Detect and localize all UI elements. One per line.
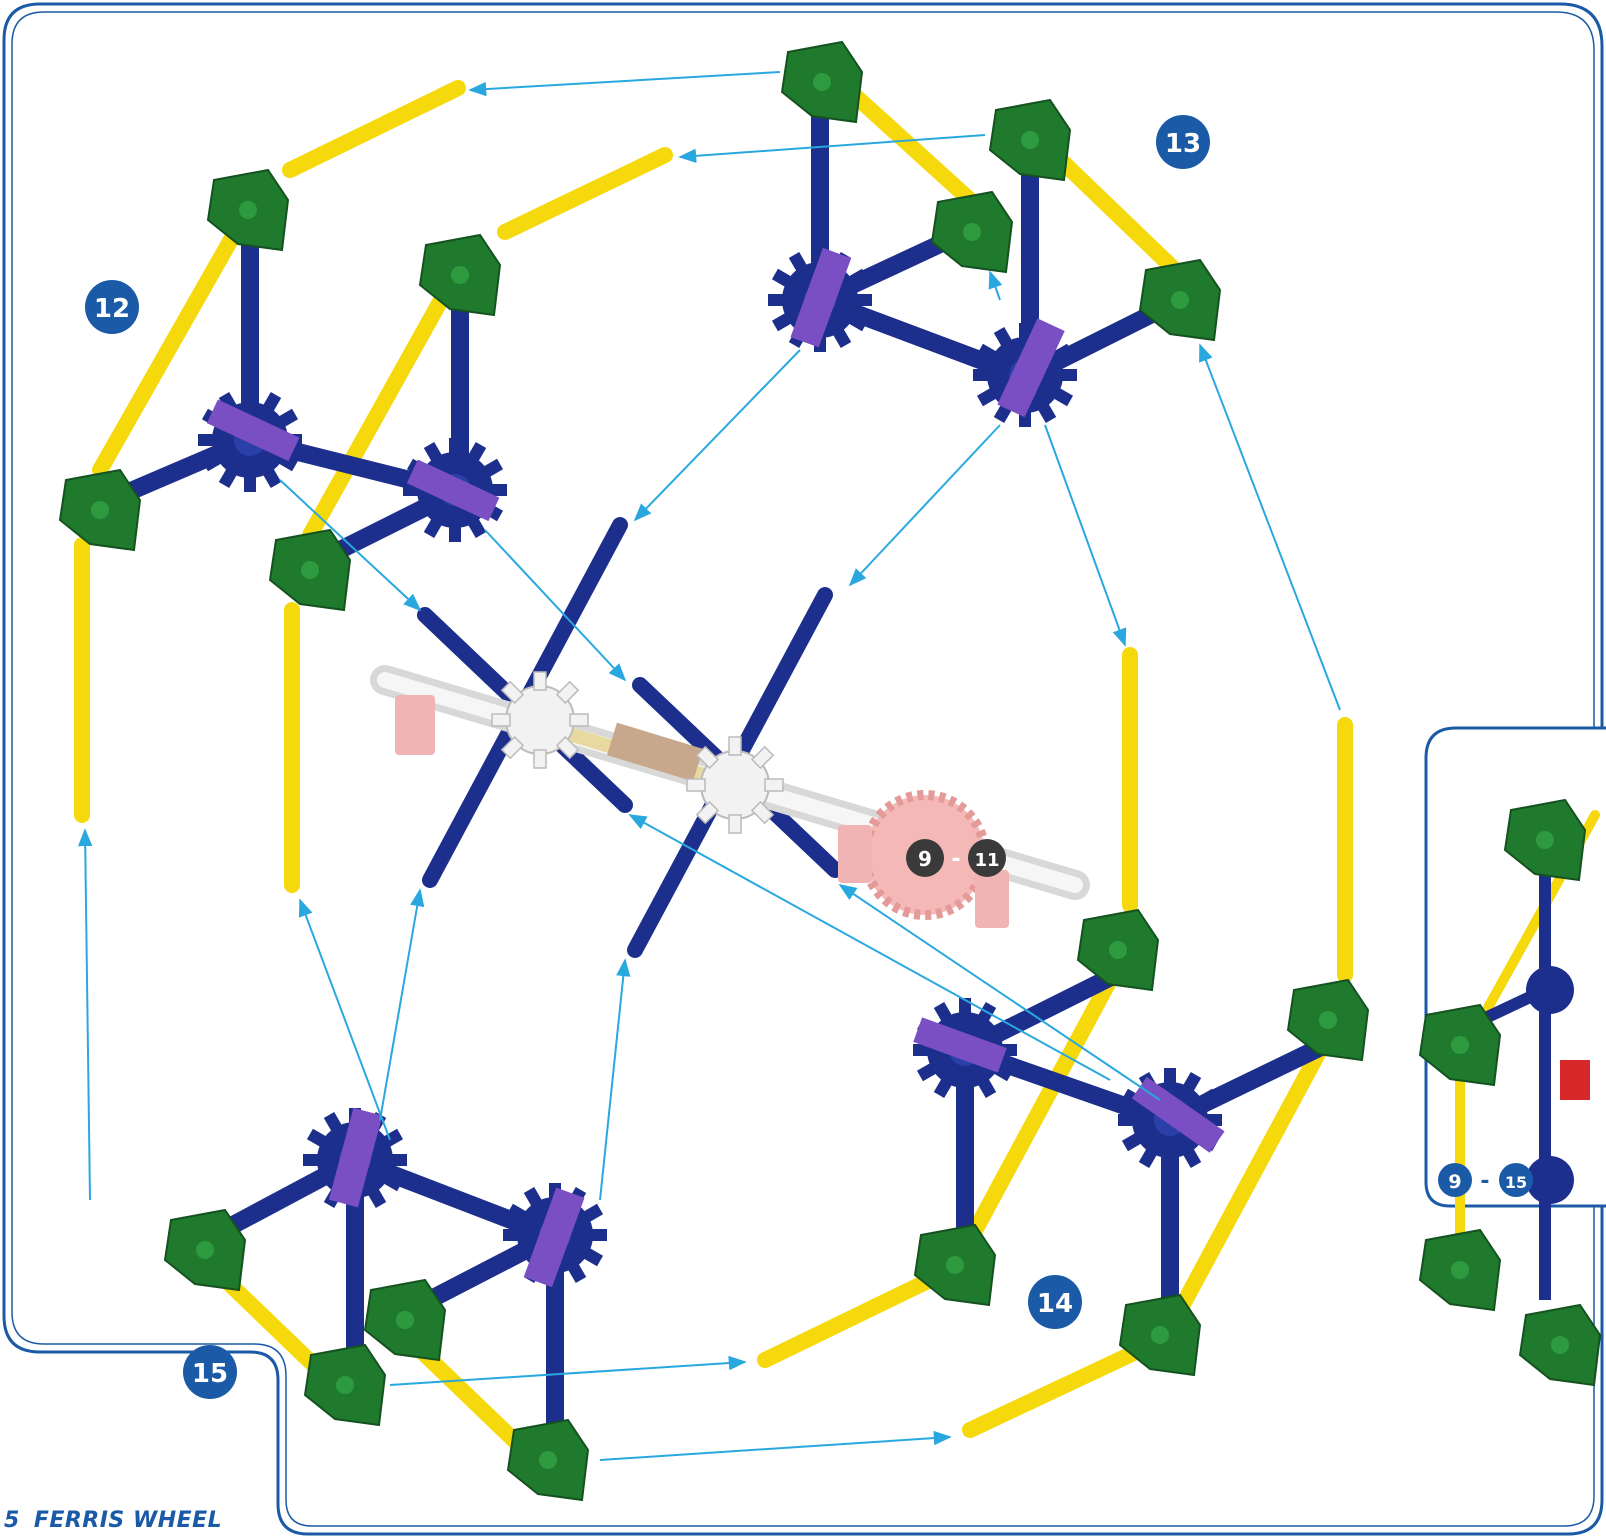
step-13-badge: 13 <box>1156 115 1210 169</box>
page-footer: 5 FERRIS WHEEL <box>4 1508 222 1533</box>
step-12-assembly <box>59 80 673 893</box>
svg-text:15: 15 <box>192 1359 228 1389</box>
svg-text:15: 15 <box>1505 1173 1527 1192</box>
step-12-badge: 12 <box>85 280 139 334</box>
svg-text:14: 14 <box>1037 1289 1073 1319</box>
summary-reference-badge: 9 - 15 <box>1438 1163 1533 1197</box>
svg-text:11: 11 <box>974 850 999 871</box>
assembly-arrows <box>78 71 1341 1461</box>
page-frame-inner <box>11 11 1595 1527</box>
axle-assembly-9-11 <box>370 517 1090 958</box>
page-number: 5 <box>4 1508 20 1533</box>
step-15-assembly <box>164 1107 607 1501</box>
step-15-badge: 15 <box>183 1345 237 1399</box>
svg-text:-: - <box>1480 1169 1489 1194</box>
summary-inset-assembly <box>1419 799 1601 1386</box>
step-13-assembly <box>768 41 1221 427</box>
step-14-badge: 14 <box>1028 1275 1082 1329</box>
svg-text:9: 9 <box>1448 1171 1461 1193</box>
svg-text:12: 12 <box>94 294 130 324</box>
page-title: FERRIS WHEEL <box>33 1508 223 1533</box>
svg-text:13: 13 <box>1165 129 1201 159</box>
axle-reference-badge: 9 - 11 <box>906 839 1006 877</box>
svg-text:-: - <box>951 847 960 872</box>
step-14-assembly <box>757 647 1369 1438</box>
svg-text:9: 9 <box>918 847 932 871</box>
